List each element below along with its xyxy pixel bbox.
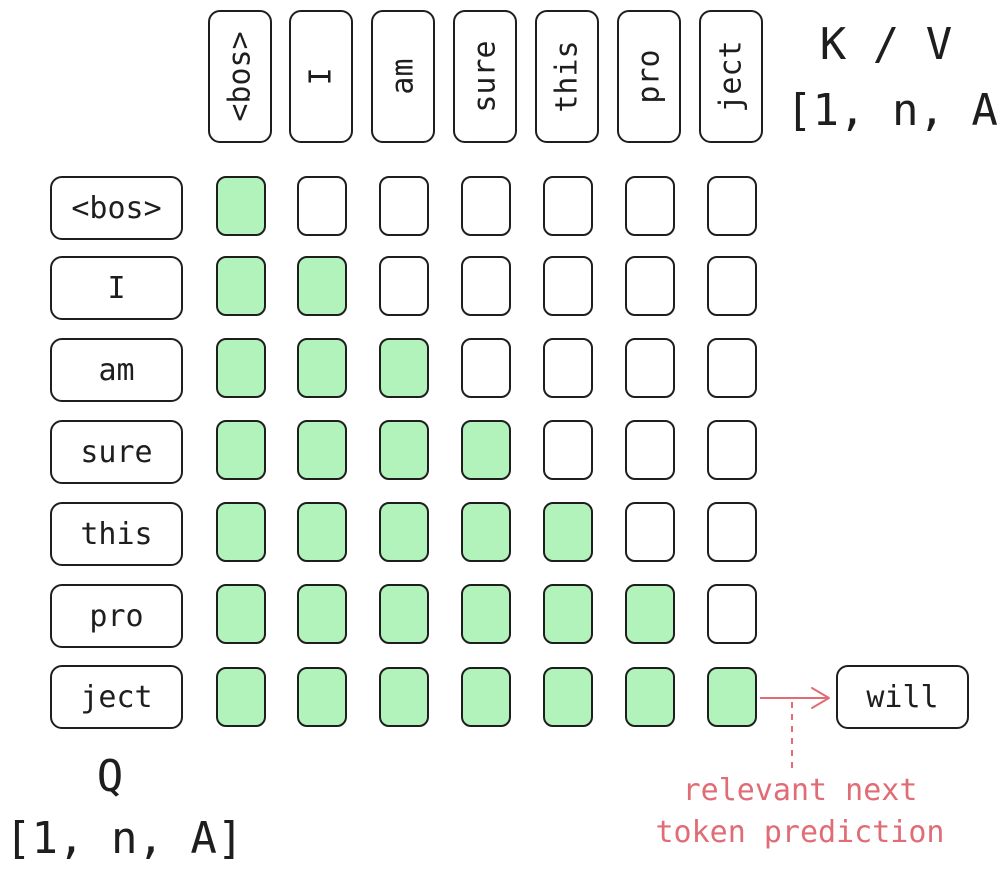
q-token-pro: pro <box>50 584 183 648</box>
kv-token-this: this <box>535 10 599 143</box>
mask-cell-attended <box>216 176 266 236</box>
mask-cell-masked <box>379 256 429 316</box>
q-token-label: this <box>80 516 153 552</box>
mask-cell-attended <box>297 256 347 316</box>
mask-cell-masked <box>461 338 511 398</box>
kv-token-pro: pro <box>617 10 681 143</box>
mask-cell-attended <box>379 420 429 480</box>
mask-cell-attended <box>461 667 511 727</box>
mask-cell-masked <box>543 256 593 316</box>
mask-cell-attended <box>625 584 675 644</box>
mask-cell-masked <box>543 420 593 480</box>
kv-title: K / V <box>819 19 953 70</box>
mask-cell-attended <box>543 667 593 727</box>
mask-cell-attended <box>379 338 429 398</box>
mask-cell-attended <box>461 584 511 644</box>
kv-token-sure: sure <box>453 10 517 143</box>
next-token-box: will <box>836 665 969 729</box>
mask-cell-masked <box>379 176 429 236</box>
mask-cell-attended <box>216 584 266 644</box>
mask-cell-masked <box>461 176 511 236</box>
mask-cell-masked <box>625 256 675 316</box>
mask-cell-attended <box>297 502 347 562</box>
mask-cell-attended <box>216 338 266 398</box>
kv-token-am: am <box>371 10 435 143</box>
mask-cell-attended <box>216 420 266 480</box>
kv-token-i: I <box>289 10 353 143</box>
mask-cell-masked <box>707 338 757 398</box>
mask-cell-attended <box>216 256 266 316</box>
annotation-line-1: relevant next <box>682 773 918 808</box>
mask-cell-masked <box>625 176 675 236</box>
q-title: Q <box>96 751 124 802</box>
q-shape: [1, n, A] <box>5 813 244 864</box>
mask-cell-attended <box>216 502 266 562</box>
mask-cell-masked <box>707 584 757 644</box>
mask-cell-attended <box>297 338 347 398</box>
q-token-label: pro <box>89 598 144 634</box>
mask-cell-attended <box>543 502 593 562</box>
q-token-label: sure <box>80 434 153 470</box>
q-token-label: I <box>107 270 126 306</box>
mask-cell-attended <box>461 420 511 480</box>
mask-cell-attended <box>379 667 429 727</box>
q-token-label: am <box>98 352 135 388</box>
q-token-ject: ject <box>50 665 183 729</box>
mask-cell-attended <box>216 667 266 727</box>
mask-cell-attended <box>379 502 429 562</box>
mask-cell-masked <box>625 502 675 562</box>
mask-cell-attended <box>461 502 511 562</box>
mask-cell-masked <box>297 176 347 236</box>
q-token-i: I <box>50 256 183 320</box>
annotation-line-2: token prediction <box>655 815 945 850</box>
mask-cell-attended <box>297 584 347 644</box>
mask-cell-attended <box>379 584 429 644</box>
q-token-sure: sure <box>50 420 183 484</box>
q-token-bos: <bos> <box>50 176 183 240</box>
mask-cell-masked <box>543 338 593 398</box>
q-heading: Q [1, n, A] <box>5 751 244 864</box>
mask-cell-masked <box>707 502 757 562</box>
mask-cell-masked <box>461 256 511 316</box>
mask-cell-masked <box>707 420 757 480</box>
q-token-label: ject <box>80 679 153 715</box>
kv-token-ject: ject <box>699 10 763 143</box>
mask-cell-masked <box>543 176 593 236</box>
kv-heading: K / V [1, n, A] <box>786 19 997 136</box>
q-token-label: <bos> <box>71 190 162 226</box>
mask-cell-attended <box>707 667 757 727</box>
next-token-label: will <box>866 679 939 715</box>
q-token-am: am <box>50 338 183 402</box>
kv-token-bos: <bos> <box>208 10 272 143</box>
kv-shape: [1, n, A] <box>786 85 997 136</box>
mask-cell-attended <box>297 420 347 480</box>
mask-cell-masked <box>625 420 675 480</box>
mask-cell-attended <box>543 584 593 644</box>
mask-cell-masked <box>625 338 675 398</box>
mask-cell-masked <box>707 256 757 316</box>
mask-cell-masked <box>707 176 757 236</box>
q-token-this: this <box>50 502 183 566</box>
arrow-head <box>811 687 830 709</box>
mask-cell-attended <box>297 667 347 727</box>
prediction-annotation: relevant next token prediction <box>640 770 960 854</box>
mask-cell-attended <box>625 667 675 727</box>
